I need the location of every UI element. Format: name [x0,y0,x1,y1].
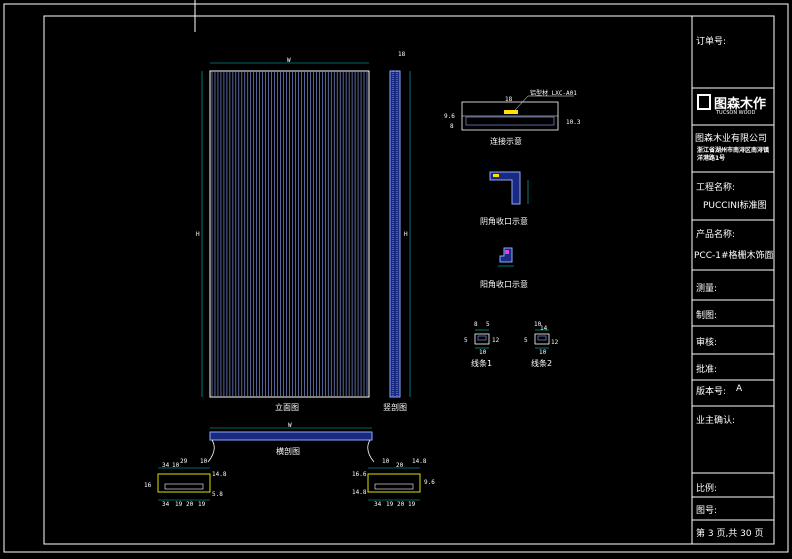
page-indicator: 第 3 页,共 30 页 [696,529,764,539]
dim-right-10: 14.8 [352,489,367,496]
dim-left-3: 29 [180,458,188,465]
dim-left-8: 19 [175,501,183,508]
dim-trim-6: 10 [534,321,542,328]
dim-left-1: 34 [162,462,170,469]
dim-conn-4: 10.3 [566,119,581,126]
version-value: A [736,384,743,394]
dim-left-4: 10 [200,458,208,465]
dim-left-5: 14.8 [212,471,227,478]
dim-trim-2: 5 [486,321,490,328]
dim-vertical-height: H [404,231,408,238]
inner-corner-label: 阴角收口示意 [480,216,528,226]
dim-elevation-width: W [287,57,291,64]
dim-right-5: 34 [374,501,382,508]
connection-label: 连接示意 [490,136,522,146]
detail-right [367,467,421,501]
dim-trim-1: 8 [474,321,478,328]
trim2-label: 线条2 [531,358,552,368]
dim-right-8: 19 [408,501,416,508]
dim-elevation-height: H [196,231,200,238]
drawing-no-label: 图号: [696,506,718,516]
project-value: PUCCINI标准图 [703,201,767,211]
drawing-label: 制图: [696,311,718,321]
dim-trim-7: 14 [540,325,548,332]
vertical-section-label: 竖剖图 [383,402,407,412]
logo-mark [697,94,711,110]
elevation-view [201,62,370,398]
inner-corner-diagram [489,171,529,205]
dim-left-7: 34 [162,501,170,508]
product-value: PCC-1#格栅木饰面 [694,251,774,261]
dim-conn-1: 18 [505,96,513,103]
trim2-diagram [534,329,550,349]
dim-trim-5: 12 [492,337,500,344]
dim-conn-3: 8 [450,123,454,130]
dim-left-11: 5.8 [212,491,223,498]
outer-corner-label: 阳角收口示意 [480,279,528,289]
version-label: 版本号: [696,387,727,397]
dim-vertical-thickness: 18 [398,51,406,58]
dim-trim-9: 12 [551,339,559,346]
horizontal-section-label: 横剖图 [276,446,300,456]
dim-trim-4: 5 [464,337,468,344]
company-name: 图森木业有限公司 [695,134,768,144]
logo-text: 图森木作 [714,97,767,112]
dim-right-9: 9.6 [424,479,435,486]
dim-right-4: 16.6 [352,471,367,478]
scale-label: 比例: [696,484,718,494]
dim-trim-10: 10 [539,349,547,356]
dim-trim-8: 5 [524,337,528,344]
dim-conn-2: 9.6 [444,113,455,120]
company-address: 浙江省湖州市南浔区南浔镇洋港路1号 [697,147,770,162]
product-label: 产品名称: [696,230,736,240]
dim-left-6: 16 [144,482,152,489]
inner-frame [43,15,775,545]
trim1-diagram [474,329,490,349]
dim-left-2: 10 [172,462,180,469]
dim-horizontal-width: W [288,422,292,429]
connection-note: 铝型材 LXC-A01 [530,89,577,97]
outer-frame [3,3,789,553]
outer-corner-diagram [498,247,514,267]
dim-right-1: 10 [382,458,390,465]
project-label: 工程名称: [696,183,736,193]
elevation-label: 立面图 [275,402,299,412]
dim-left-10: 19 [198,501,206,508]
survey-label: 测量: [696,284,718,294]
horizontal-section [207,427,375,463]
review-label: 审核: [696,338,718,348]
dim-right-3: 14.8 [412,458,427,465]
connection-diagram [461,95,574,131]
dim-trim-3: 10 [479,349,487,356]
owner-confirm-label: 业主确认: [696,416,736,426]
dim-right-2: 20 [396,462,404,469]
vertical-section [389,70,411,398]
dim-left-9: 20 [186,501,194,508]
approve-label: 批准: [696,365,718,375]
order-no-label: 订单号: [696,37,727,47]
logo-subtitle: TUCSON WOOD [716,110,756,116]
trim1-label: 线条1 [471,358,492,368]
title-block-grid [691,16,774,544]
detail-left [157,467,211,501]
dim-right-6: 19 [386,501,394,508]
elevation-slats [211,72,368,396]
dim-right-7: 20 [397,501,405,508]
